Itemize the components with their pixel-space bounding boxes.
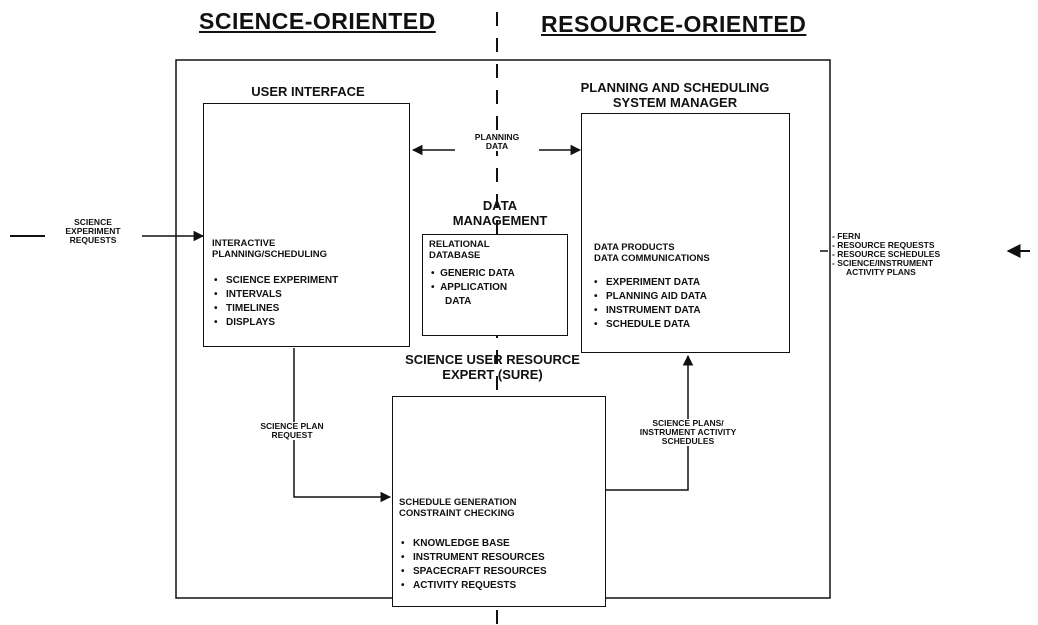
list-item: SPACECRAFT RESOURCES — [401, 565, 547, 579]
list-item: TIMELINES — [214, 302, 338, 316]
list-item: DISPLAYS — [214, 316, 338, 330]
list-item: KNOWLEDGE BASE — [401, 537, 547, 551]
user-interface-title: USER INTERFACE — [251, 84, 365, 99]
sure-item-list: KNOWLEDGE BASE INSTRUMENT RESOURCES SPAC… — [401, 537, 547, 593]
resource-oriented-header: RESOURCE-ORIENTED — [541, 11, 807, 37]
list-item: INSTRUMENT RESOURCES — [401, 551, 547, 565]
list-item: INTERVALS — [214, 288, 338, 302]
ui-item-list: SCIENCE EXPERIMENT INTERVALS TIMELINES D… — [214, 274, 338, 330]
dm-item-list: • GENERIC DATA • APPLICATION DATA — [431, 267, 515, 309]
list-item: PLANNING AID DATA — [594, 290, 707, 304]
list-item: • GENERIC DATA — [431, 268, 515, 279]
list-item: EXPERIMENT DATA — [594, 276, 707, 290]
science-plans-arrow — [606, 354, 694, 491]
science-oriented-header: SCIENCE-ORIENTED — [199, 8, 436, 34]
list-item: DATA — [445, 296, 472, 307]
science-plan-request-arrow — [293, 348, 392, 503]
list-item: ACTIVITY REQUESTS — [401, 579, 547, 593]
list-item: SCHEDULE DATA — [594, 318, 707, 332]
list-item: • APPLICATION — [431, 282, 508, 293]
list-item: SCIENCE EXPERIMENT — [214, 274, 338, 288]
list-item: INSTRUMENT DATA — [594, 304, 707, 318]
manager-item-list: EXPERIMENT DATA PLANNING AID DATA INSTRU… — [594, 276, 707, 332]
outputs-label: - FERN - RESOURCE REQUESTS - RESOURCE SC… — [832, 231, 941, 277]
